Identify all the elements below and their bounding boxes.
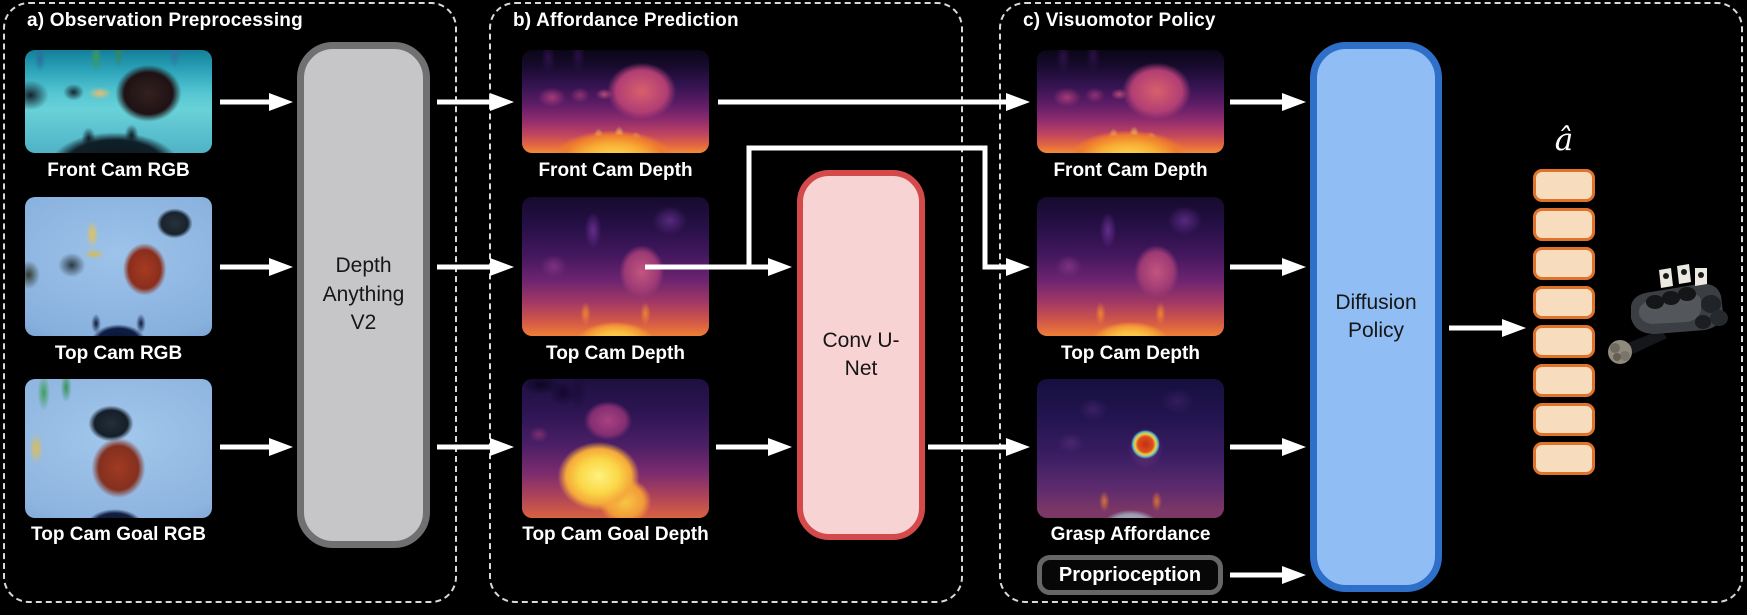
front-cam-depth-image-c (1037, 50, 1224, 153)
proprioception-node: Proprioception (1037, 555, 1223, 595)
predicted-action-symbol: â (1554, 122, 1574, 158)
top-cam-goal-rgb-image (25, 379, 212, 518)
top-cam-goal-rgb-label: Top Cam Goal RGB (31, 524, 206, 545)
action-token (1533, 364, 1595, 397)
front-cam-rgb-label: Front Cam RGB (47, 160, 190, 181)
top-cam-rgb-label: Top Cam RGB (54, 343, 183, 364)
robot-gripper-image (1608, 264, 1728, 364)
front-cam-depth-label-b: Front Cam Depth (538, 160, 693, 181)
panel-visuomotor-policy (999, 2, 1743, 603)
conv-unet-node: Conv U-Net (797, 170, 925, 540)
action-token (1533, 286, 1595, 319)
proprioception-label: Proprioception (1058, 563, 1202, 586)
front-cam-depth-image-b (522, 50, 709, 153)
grasp-affordance-image (1037, 379, 1224, 518)
grasp-affordance-label: Grasp Affordance (1050, 524, 1211, 545)
action-token (1533, 208, 1595, 241)
top-cam-depth-label-c: Top Cam Depth (1061, 343, 1200, 364)
action-token (1533, 403, 1595, 436)
action-token (1533, 325, 1595, 358)
top-cam-goal-depth-label: Top Cam Goal Depth (522, 524, 709, 545)
action-token-stack (1533, 169, 1595, 475)
top-cam-depth-label-b: Top Cam Depth (546, 343, 685, 364)
panel-b-title: b) Affordance Prediction (513, 10, 739, 31)
panel-a-title: a) Observation Preprocessing (27, 10, 303, 31)
top-cam-depth-image-b (522, 197, 709, 336)
diffusion-policy-label: Diffusion Policy (1335, 290, 1417, 342)
panel-c-title: c) Visuomotor Policy (1023, 10, 1216, 31)
action-token (1533, 247, 1595, 280)
top-cam-depth-image-c (1037, 197, 1224, 336)
depth-anything-v2-node: Depth Anything V2 (297, 42, 430, 548)
action-token (1533, 169, 1595, 202)
depth-anything-v2-label: Depth Anything V2 (322, 254, 405, 335)
front-cam-depth-label-c: Front Cam Depth (1053, 160, 1208, 181)
panel-observation-preprocessing (3, 2, 457, 603)
action-token (1533, 442, 1595, 475)
panel-affordance-prediction (489, 2, 963, 603)
diffusion-policy-node: Diffusion Policy (1310, 42, 1442, 592)
front-cam-rgb-image (25, 50, 212, 153)
top-cam-rgb-image (25, 197, 212, 336)
conv-unet-label: Conv U-Net (822, 328, 900, 380)
top-cam-goal-depth-image (522, 379, 709, 518)
